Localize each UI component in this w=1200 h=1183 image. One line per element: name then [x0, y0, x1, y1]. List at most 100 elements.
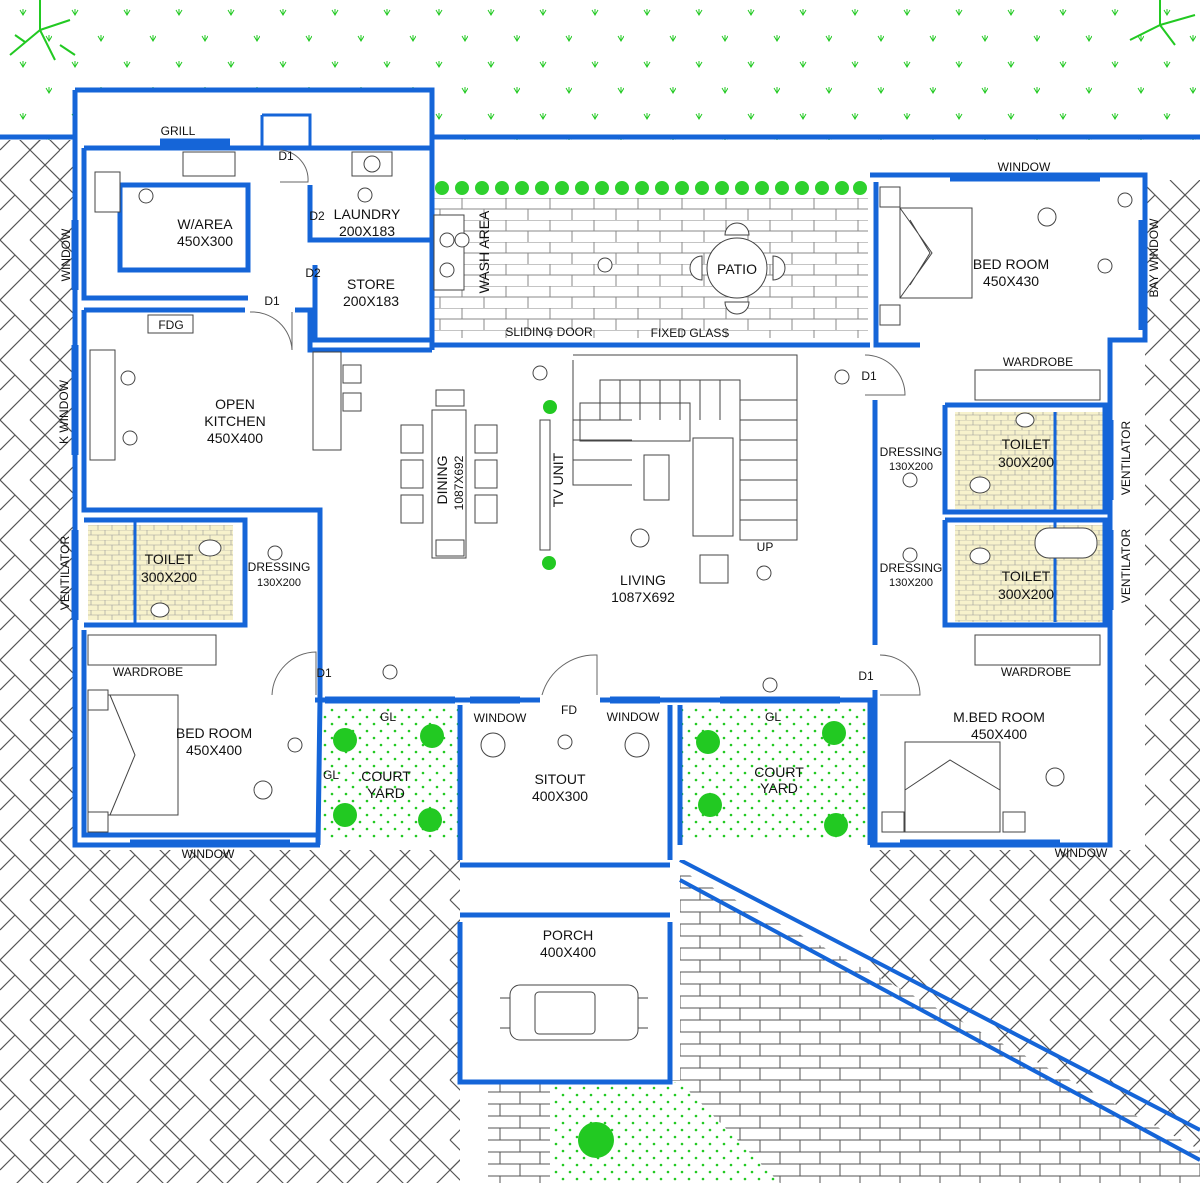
sitout-chair-left-icon: [480, 732, 506, 758]
porch-name: PORCH: [543, 927, 594, 943]
bed-top-right-icon: [879, 186, 973, 326]
staircase-icon: [572, 354, 798, 541]
patio-label: PATIO: [717, 261, 757, 277]
path-brick: [488, 1082, 550, 1183]
sliding-door-label: SLIDING DOOR: [505, 325, 593, 339]
court-yard-left-name2: YARD: [367, 785, 405, 801]
dressing-right-bottom-name: DRESSING: [880, 561, 943, 575]
patio-table-icon: [689, 222, 786, 315]
door-d1-label: D1: [278, 149, 294, 163]
dressing-right-top-name: DRESSING: [880, 445, 943, 459]
wardrobe-bottom-right-icon: [974, 634, 1101, 666]
bed-room-top-right-size: 450X430: [983, 273, 1039, 289]
bed-room-top-right-name: BED ROOM: [973, 256, 1049, 272]
door-d2-label: D2: [305, 266, 321, 280]
laundry-name: LAUNDRY: [334, 206, 401, 222]
gl-label: GL: [765, 710, 781, 724]
bed-master-icon: [881, 741, 1026, 833]
toilet-right-bottom-name: TOILET: [1002, 568, 1051, 584]
paving-right: [1145, 180, 1200, 1183]
sitout-size: 400X300: [532, 788, 588, 804]
window-label: WINDOW: [182, 847, 235, 861]
bed-room-left-name: BED ROOM: [176, 725, 252, 741]
dressing-right-bottom-size: 130X200: [889, 577, 933, 589]
wardrobe-top-right-label: WARDROBE: [1003, 355, 1073, 369]
toilet-right-bottom-size: 300X200: [998, 586, 1054, 602]
window-label: WINDOW: [607, 710, 660, 724]
dressing-right-top-size: 130X200: [889, 461, 933, 473]
toilet-left-name: TOILET: [145, 551, 194, 567]
laundry-size: 200X183: [339, 223, 395, 239]
wardrobe-left-label: WARDROBE: [113, 665, 183, 679]
door-swings: [249, 149, 921, 696]
door-d2-label: D2: [309, 209, 325, 223]
toilet-right-top-name: TOILET: [1002, 436, 1051, 452]
wash-basin-icon: [433, 214, 465, 291]
ventilator-right-top-label: VENTILATOR: [1119, 421, 1133, 496]
fixed-glass-label: FIXED GLASS: [651, 326, 730, 340]
breakfast-counter-icon: [312, 351, 342, 451]
window-label: WINDOW: [998, 160, 1051, 174]
living-name: LIVING: [620, 572, 666, 588]
living-sofa-icon: [579, 402, 734, 584]
living-size: 1087X692: [611, 589, 675, 605]
wash-area-label: WASH AREA: [476, 210, 492, 293]
grill-label: GRILL: [161, 124, 196, 138]
tree-top-left-icon: [9, 0, 76, 61]
k-window-label: K WINDOW: [57, 379, 71, 444]
gl-label: GL: [323, 768, 339, 782]
open-kitchen-size: 450X400: [207, 430, 263, 446]
w-area-name: W/AREA: [177, 216, 233, 232]
dressing-left-name: DRESSING: [248, 560, 311, 574]
wardrobe-left-icon: [87, 634, 217, 666]
court-yard-left-name1: COURT: [361, 768, 411, 784]
gl-label: GL: [380, 710, 396, 724]
paving-bottom-left: [75, 850, 460, 1183]
sitout-chair-right-icon: [624, 732, 650, 758]
sitout-name: SITOUT: [534, 771, 586, 787]
toilet-fixtures: [150, 412, 1098, 618]
wardrobe-top-right-icon: [974, 369, 1101, 401]
tv-unit-label: TV UNIT: [550, 452, 566, 507]
stove-icon: [94, 171, 121, 213]
bed-left-icon: [87, 689, 179, 833]
window-label: WINDOW: [474, 711, 527, 725]
court-yard-right-name1: COURT: [754, 764, 804, 780]
door-d1-label: D1: [861, 369, 877, 383]
patio-floor: [432, 198, 868, 338]
kitchen-counter-icon: [89, 349, 116, 461]
store-size: 200X183: [343, 293, 399, 309]
ventilator-right-bottom-label: VENTILATOR: [1119, 529, 1133, 604]
tree-top-right-icon: [1129, 0, 1196, 46]
person-icons: [120, 187, 1133, 800]
paving-left: [0, 140, 75, 1183]
window-label: WINDOW: [1055, 846, 1108, 860]
door-d1-label: D1: [264, 294, 280, 308]
store-name: STORE: [347, 276, 395, 292]
bay-window-label: BAY WINDOW: [1147, 218, 1161, 298]
sink-icon: [182, 151, 236, 177]
window-left-label: WINDOW: [59, 228, 73, 281]
fdg-box: [147, 314, 194, 334]
hedge-row: [435, 181, 867, 195]
fd-label: FD: [561, 703, 577, 717]
toilet-right-top-size: 300X200: [998, 454, 1054, 470]
door-d1-label: D1: [858, 669, 874, 683]
door-d1-label: D1: [316, 666, 332, 680]
dining-size: 1087X692: [452, 455, 466, 510]
car-icon: [500, 984, 648, 1041]
stairs-up-label: UP: [757, 540, 774, 554]
dining-name: DINING: [434, 456, 450, 505]
m-bed-room-name: M.BED ROOM: [953, 709, 1045, 725]
porch-size: 400X400: [540, 944, 596, 960]
bed-room-left-size: 450X400: [186, 742, 242, 758]
tv-unit-icon: [539, 419, 551, 551]
driveway: [560, 870, 1200, 1183]
dressing-left-size: 130X200: [257, 577, 301, 589]
open-kitchen-name1: OPEN: [215, 396, 255, 412]
open-kitchen-name2: KITCHEN: [204, 413, 265, 429]
w-area-size: 450X300: [177, 233, 233, 249]
driveway-garden: [552, 1082, 780, 1183]
wardrobe-bottom-right-label: WARDROBE: [1001, 665, 1071, 679]
